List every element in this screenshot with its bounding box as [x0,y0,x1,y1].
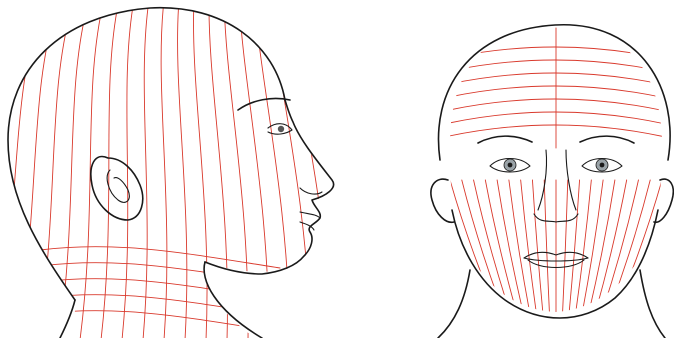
front-neck-left [438,270,470,338]
profile-tension-line [122,0,134,338]
profile-neck-line [40,295,280,316]
front-face-line [593,180,626,320]
front-neck-right [640,270,665,338]
front-face-line [587,180,615,320]
front-face-line [462,180,506,320]
front-eye-left [490,159,530,173]
profile-eye-pupil [278,126,284,132]
profile-face-outline [205,100,334,274]
profile-ear-inner [107,170,129,202]
profile-tension-lines [0,0,353,338]
profile-tension-line [254,0,290,338]
profile-tension-line [143,0,149,338]
profile-neck-line [40,247,280,268]
profile-tension-line [299,0,353,338]
profile-tension-line [0,0,29,338]
profile-neck-line [40,279,280,300]
front-forehead-line [440,112,670,125]
front-forehead-line [440,125,670,138]
profile-tension-line [0,0,44,338]
front-forehead-line [440,60,670,73]
profile-tension-line [209,0,227,338]
profile-tension-line [59,0,89,338]
profile-tension-line [0,0,14,338]
front-face-line [606,180,650,320]
profile-tension-line [269,0,311,338]
profile-neck-line [40,311,280,332]
front-face-line [450,180,500,320]
profile-tension-line [161,0,167,338]
front-face-line [485,180,518,320]
profile-eyebrow [238,98,290,110]
profile-tension-line [178,0,187,338]
profile-tension-line [101,0,119,338]
front-face-line [600,180,639,320]
profile-head-panel [0,0,353,338]
front-nose-bridge [538,150,576,210]
front-eyebrow-left [478,136,532,143]
front-forehead-line [440,99,670,112]
front-face-line [612,180,662,320]
front-face-line [497,180,525,320]
front-head-panel [431,25,673,338]
profile-nostril [300,188,322,194]
front-ear-left [431,179,454,222]
front-face-line [575,180,592,320]
profile-ear [91,157,143,220]
profile-tension-line [224,0,248,338]
front-face-line [474,180,513,320]
front-face-line [562,180,568,320]
profile-tension-line [239,0,269,338]
front-forehead-line [440,73,670,86]
front-tension-lines [440,28,670,320]
profile-tension-line [80,0,104,338]
front-forehead-line [440,47,670,60]
front-face-line [544,180,550,320]
front-forehead-line [440,86,670,99]
profile-neck-back-outline [60,300,75,338]
front-face-line [521,180,538,320]
front-eye-right [582,159,622,173]
profile-tension-line [284,0,332,338]
front-eyebrow-right [580,136,634,143]
profile-tension-line [38,0,74,338]
